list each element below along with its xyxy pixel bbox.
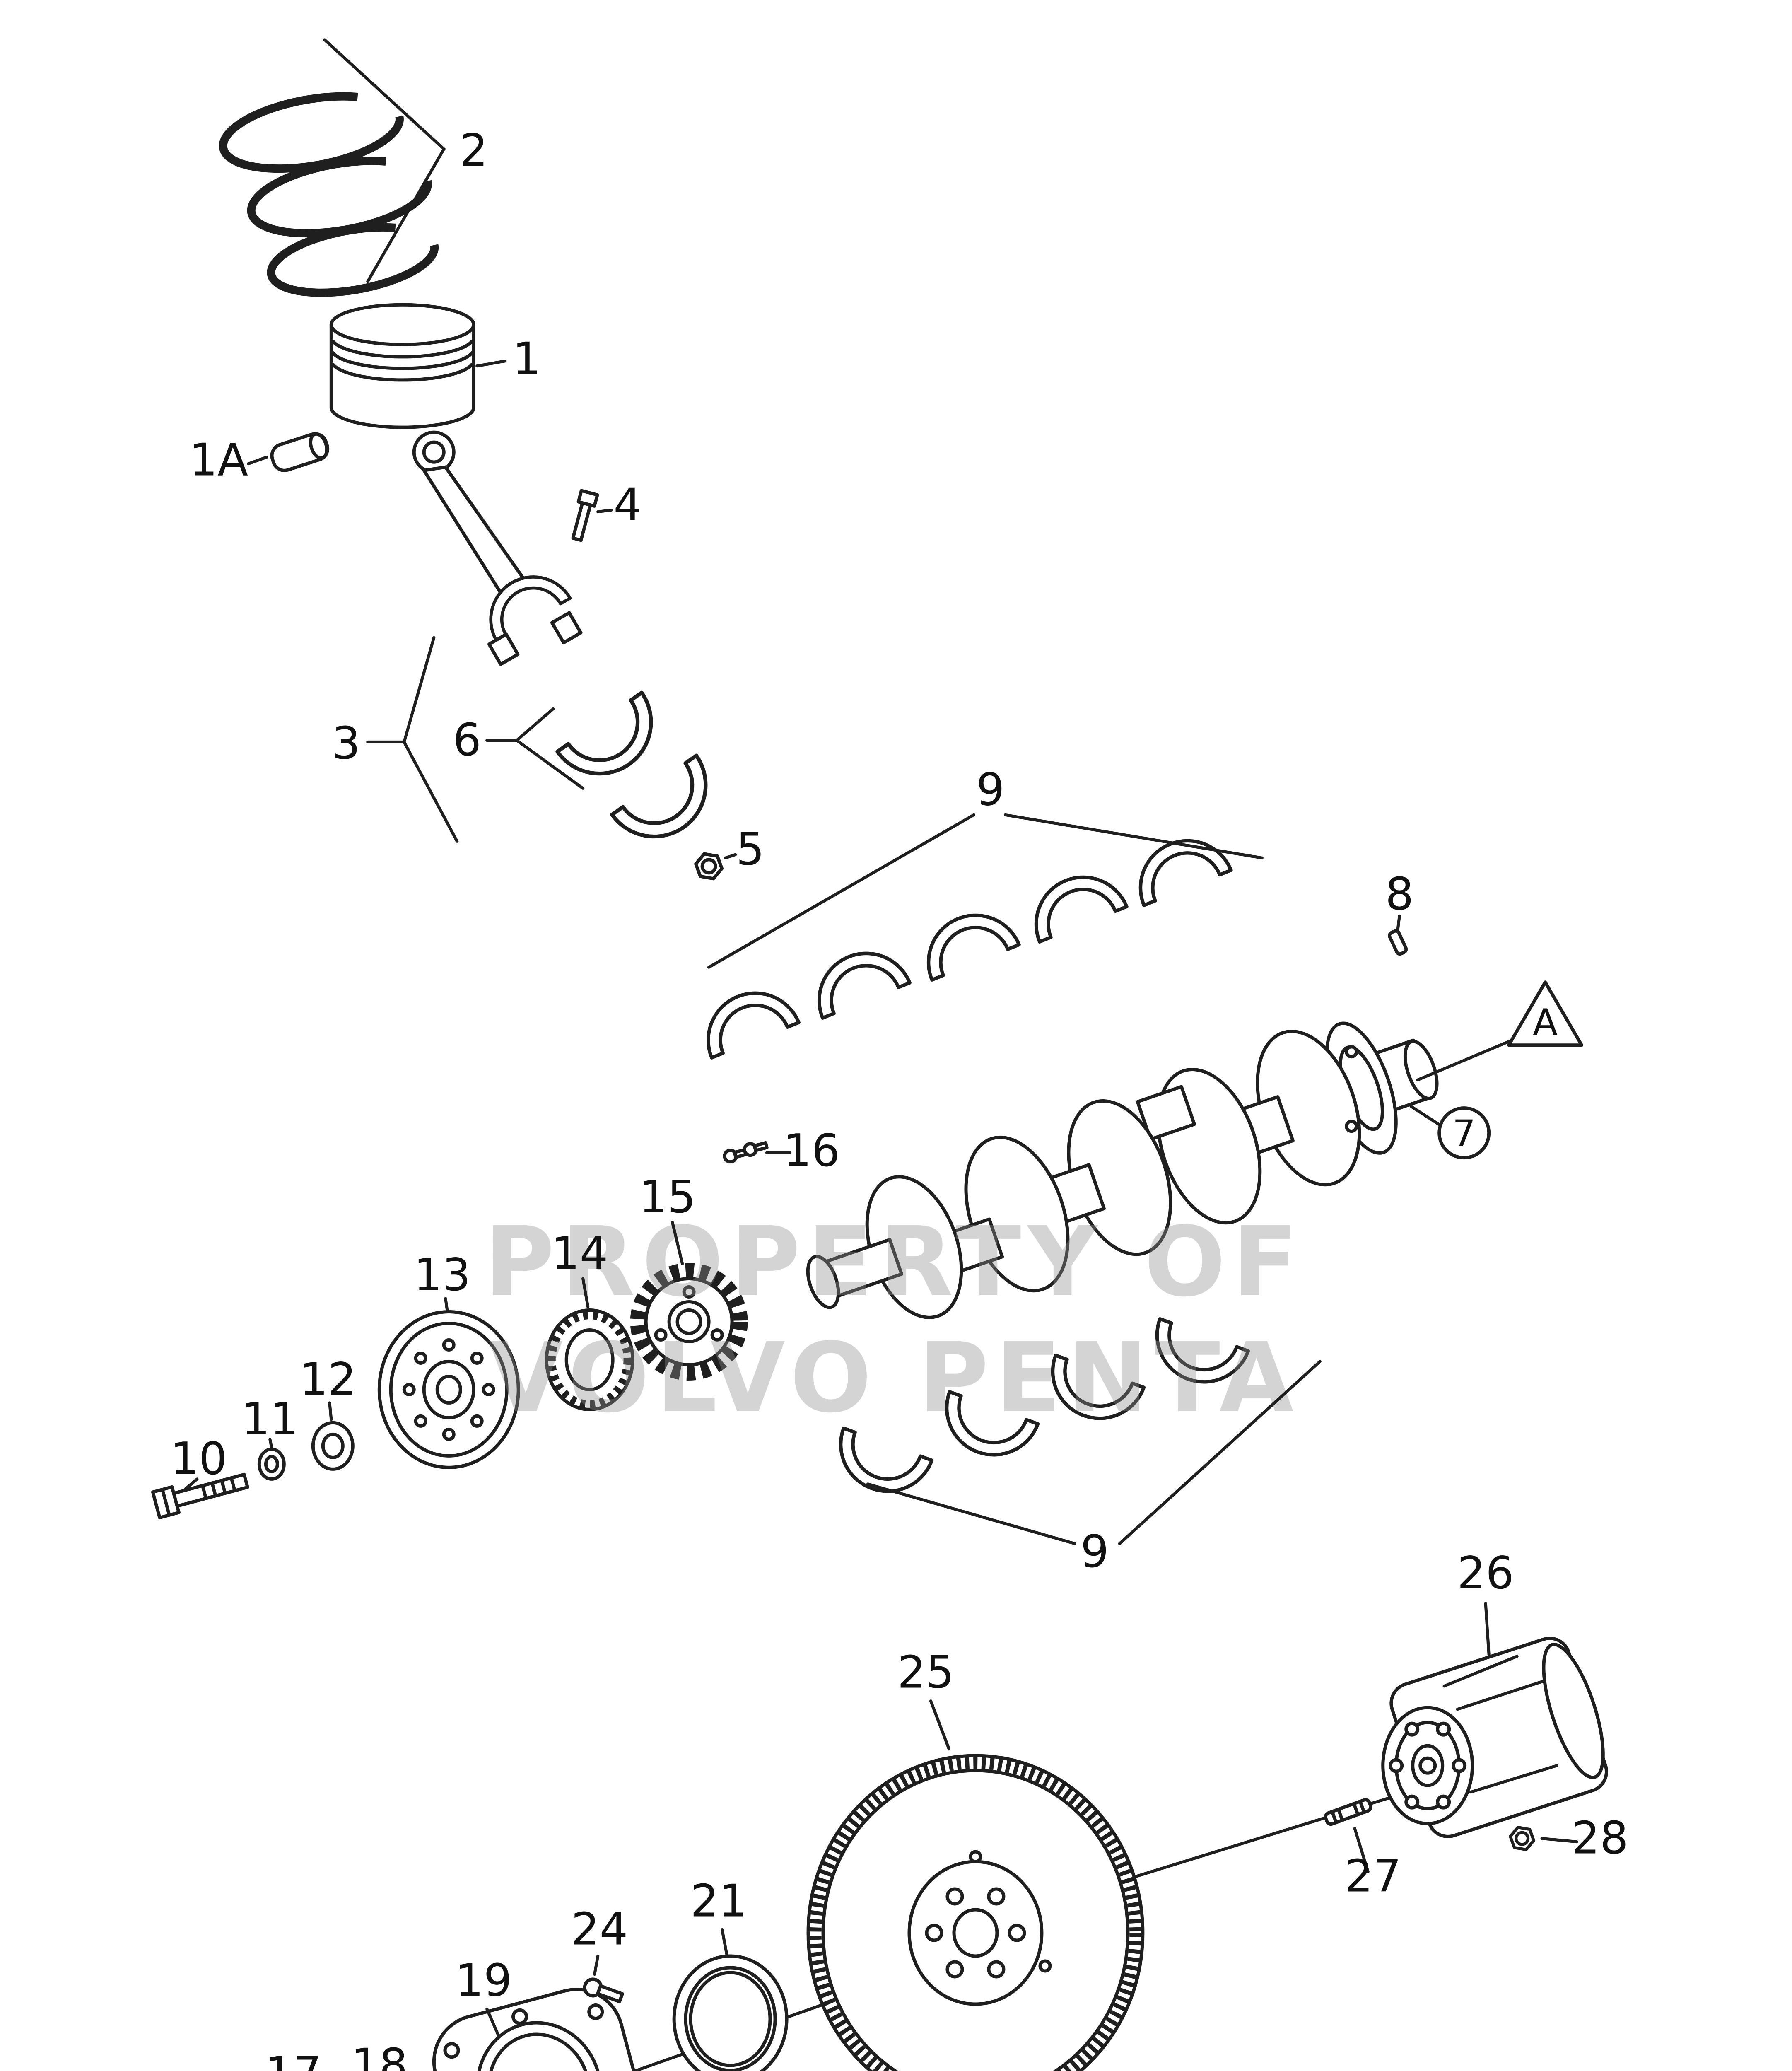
rod-bolt bbox=[571, 489, 599, 542]
callout-10: 10 bbox=[170, 1433, 227, 1491]
callout-15: 15 bbox=[639, 1171, 696, 1265]
connecting-rod bbox=[412, 430, 583, 666]
vibration-damper bbox=[377, 1310, 520, 1469]
dowel-pin bbox=[1388, 929, 1408, 956]
coupling-nut bbox=[1508, 1826, 1535, 1851]
svg-text:9: 9 bbox=[1081, 1526, 1109, 1578]
svg-text:16: 16 bbox=[783, 1125, 840, 1177]
callout-18: 18 bbox=[351, 2039, 408, 2071]
callout-9-upper: 9 bbox=[707, 764, 1264, 969]
callout-16: 16 bbox=[765, 1125, 840, 1177]
main-bearing-shells-upper bbox=[694, 827, 1231, 1058]
callout-17: 17 bbox=[265, 2047, 321, 2071]
callout-13: 13 bbox=[414, 1249, 470, 1312]
svg-text:7: 7 bbox=[1452, 1112, 1476, 1155]
callout-8: 8 bbox=[1385, 868, 1414, 931]
svg-text:9: 9 bbox=[976, 764, 1005, 816]
seal-retainer-flange bbox=[432, 1988, 648, 2071]
svg-text:1A: 1A bbox=[189, 434, 248, 486]
callout-21: 21 bbox=[690, 1875, 747, 1958]
svg-text:18: 18 bbox=[351, 2039, 408, 2071]
crankshaft bbox=[806, 1021, 1439, 1319]
callout-1a: 1A bbox=[189, 434, 268, 486]
callout-19: 19 bbox=[455, 1955, 512, 2037]
callout-9-lower: 9 bbox=[866, 1360, 1322, 1578]
sealing-ring bbox=[672, 1954, 789, 2071]
callout-3: 3 bbox=[332, 636, 459, 843]
svg-text:10: 10 bbox=[170, 1433, 227, 1485]
svg-text:28: 28 bbox=[1571, 1813, 1628, 1864]
flange-screws bbox=[723, 1141, 769, 1164]
callout-1: 1 bbox=[475, 333, 541, 385]
callout-4: 4 bbox=[596, 479, 642, 531]
svg-text:4: 4 bbox=[613, 479, 642, 531]
svg-text:26: 26 bbox=[1457, 1547, 1514, 1599]
svg-text:14: 14 bbox=[551, 1228, 608, 1279]
view-a-top-label: A bbox=[1533, 1001, 1558, 1044]
callout-26: 26 bbox=[1457, 1547, 1514, 1656]
rod-bearing-shell bbox=[612, 756, 726, 857]
svg-text:25: 25 bbox=[897, 1647, 954, 1699]
callout-27: 27 bbox=[1345, 1827, 1401, 1902]
svg-text:27: 27 bbox=[1345, 1851, 1401, 1902]
coupling-stud bbox=[1324, 1798, 1372, 1825]
svg-text:3: 3 bbox=[332, 717, 360, 769]
callout-14: 14 bbox=[551, 1228, 608, 1308]
callout-28: 28 bbox=[1540, 1813, 1628, 1864]
flange-screw bbox=[583, 1977, 624, 2003]
callout-11: 11 bbox=[241, 1393, 299, 1449]
spacer-ring bbox=[545, 1308, 634, 1411]
piston bbox=[329, 303, 475, 429]
callout-7: 7 bbox=[1409, 1105, 1491, 1160]
rod-bearing-shells bbox=[557, 693, 726, 857]
svg-text:17: 17 bbox=[265, 2047, 321, 2071]
svg-text:21: 21 bbox=[690, 1875, 747, 1927]
callout-2: 2 bbox=[323, 38, 488, 283]
callout-12: 12 bbox=[299, 1354, 357, 1421]
callout-6: 6 bbox=[453, 707, 585, 790]
svg-text:1: 1 bbox=[512, 333, 541, 385]
seal-washer bbox=[311, 1421, 355, 1471]
rod-bearing-shell bbox=[557, 693, 671, 794]
callout-25: 25 bbox=[897, 1647, 954, 1751]
watermark-line1: PROPERTY OF bbox=[484, 1206, 1305, 1318]
washer bbox=[257, 1447, 286, 1481]
crankshaft-sprocket bbox=[630, 1263, 748, 1381]
svg-text:15: 15 bbox=[639, 1171, 696, 1223]
damper-bolt bbox=[151, 1472, 249, 1520]
svg-text:11: 11 bbox=[241, 1393, 298, 1445]
rod-nut bbox=[694, 853, 724, 880]
svg-text:6: 6 bbox=[453, 714, 481, 766]
svg-text:2: 2 bbox=[459, 125, 488, 176]
svg-text:5: 5 bbox=[736, 823, 765, 875]
callout-24: 24 bbox=[571, 1904, 628, 1976]
svg-text:19: 19 bbox=[455, 1955, 512, 2006]
svg-text:8: 8 bbox=[1385, 868, 1414, 920]
svg-text:13: 13 bbox=[414, 1249, 470, 1301]
flywheel bbox=[806, 1754, 1145, 2071]
svg-text:24: 24 bbox=[571, 1904, 628, 1955]
watermark-line2: VOLVO PENTA bbox=[489, 1322, 1300, 1434]
view-marker-a-top: A bbox=[1416, 980, 1584, 1081]
watermark: PROPERTY OF VOLVO PENTA bbox=[484, 1206, 1305, 1434]
piston-rings bbox=[219, 92, 439, 297]
callout-5: 5 bbox=[724, 823, 765, 875]
flexible-coupling bbox=[1381, 1637, 1608, 1838]
piston-pin bbox=[270, 432, 330, 472]
svg-text:12: 12 bbox=[299, 1354, 356, 1405]
